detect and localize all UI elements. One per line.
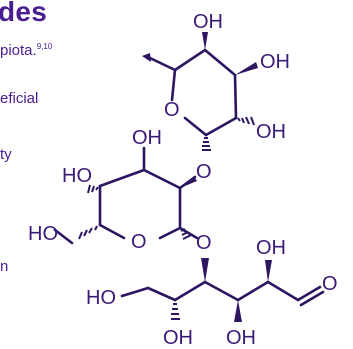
text-line-4-fragment: n [0, 258, 9, 275]
atom-label: OH [260, 51, 290, 73]
atom-label: HO [62, 165, 92, 187]
atom-label: O [164, 99, 180, 121]
ring-bond [98, 223, 126, 240]
chain-bond [173, 280, 207, 302]
atom-label: OH [256, 237, 286, 259]
wedge-bond [235, 62, 258, 75]
hash-bond [78, 225, 98, 240]
atom-label: OH [193, 11, 223, 33]
double-bond [299, 290, 325, 307]
cropped-text-column: des piota.9,10 eficial ty n [0, 0, 130, 349]
chain-bond [203, 280, 240, 302]
ring-bond [233, 73, 238, 120]
hash-bond [180, 228, 192, 240]
ch2-bond [53, 228, 74, 245]
wedge-bond [180, 176, 197, 188]
ring-bond [98, 168, 146, 188]
chain-bond [236, 280, 270, 302]
ring-bond [203, 48, 237, 77]
ring-bond [158, 226, 182, 240]
chain-bond [120, 286, 150, 298]
citation-superscript: 9,10 [36, 42, 53, 51]
chain-bond [146, 286, 177, 302]
ring-bond [183, 116, 208, 137]
section-heading-fragment: des [0, 0, 48, 27]
wedge-bond [201, 258, 209, 282]
methyl-bond [148, 56, 177, 72]
double-bond [296, 285, 322, 302]
text-line-3-fragment: ty [0, 146, 12, 163]
atom-label: HO [86, 287, 116, 309]
ring-bond [204, 116, 238, 137]
text-line-1-fragment: piota.9,10 [0, 42, 52, 59]
ring-bond [173, 48, 207, 72]
hash-bond [87, 184, 99, 194]
atom-label: OH [132, 127, 162, 149]
atom-label: O [196, 161, 212, 183]
hash-bond [171, 303, 180, 320]
hash-bond [202, 137, 211, 151]
wedge-bond [234, 300, 242, 322]
text-line-1: piota. [0, 42, 37, 59]
text-line-2-fragment: eficial [0, 90, 39, 107]
ring-bond [170, 68, 177, 102]
glucose-chain [120, 280, 325, 307]
wedge-bond [265, 260, 272, 282]
atom-label: O [322, 273, 338, 295]
hash-bond [237, 116, 255, 126]
atom-label: OH [256, 121, 286, 143]
atom-label: OH [163, 327, 193, 349]
atom-label: O [131, 231, 147, 253]
atom-label: OH [226, 327, 256, 349]
chain-bond [266, 280, 300, 302]
ring-bond [142, 168, 182, 190]
wedge-bond [202, 32, 208, 50]
atom-label: O [196, 232, 212, 254]
wedge-bond [142, 53, 151, 62]
galactose-ring [53, 146, 199, 245]
atom-label: HO [28, 223, 58, 245]
fucose-ring [148, 48, 238, 137]
